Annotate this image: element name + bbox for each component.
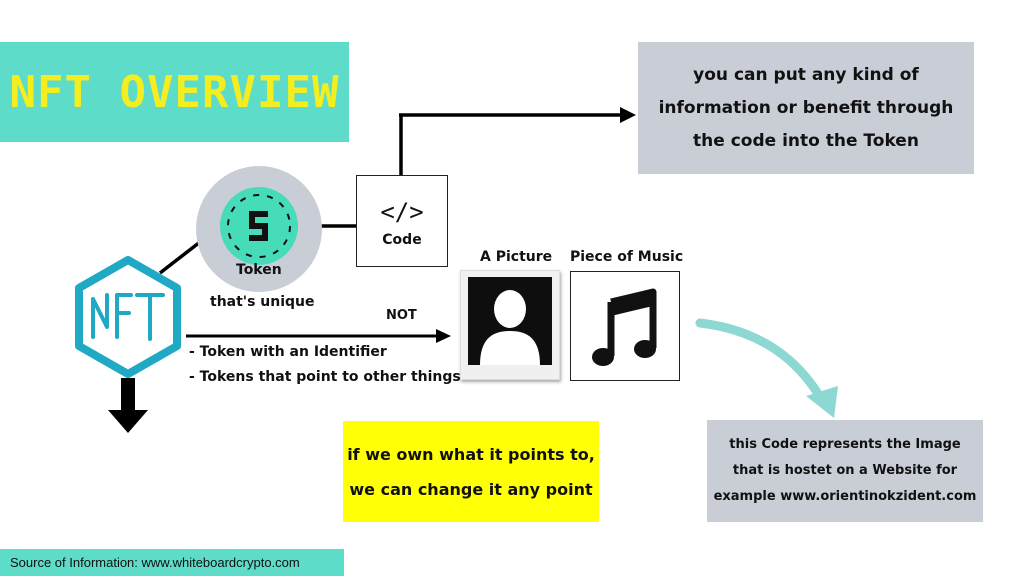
music-note-icon <box>592 288 657 366</box>
info-box: you can put any kind of information or b… <box>638 42 974 174</box>
nft-token-line <box>158 240 202 275</box>
code-label: Code <box>382 232 422 248</box>
token-sublabel: that's unique <box>210 294 315 310</box>
token-coin-icon <box>220 187 298 265</box>
yellow-note: if we own what it points to, we can chan… <box>343 421 599 522</box>
info-box-text: you can put any kind of information or b… <box>658 64 954 151</box>
person-icon <box>468 277 552 365</box>
code-box: </> Code <box>356 175 448 267</box>
curved-arrow-icon <box>695 318 838 418</box>
music-label: Piece of Music <box>570 249 684 265</box>
down-arrow-icon <box>108 378 148 433</box>
info-arrowhead <box>620 107 636 123</box>
picture-frame <box>460 270 560 380</box>
source-bar: Source of Information: www.whiteboardcry… <box>0 549 344 576</box>
picture-label: A Picture <box>480 249 553 265</box>
music-frame <box>570 271 680 381</box>
token-label: Token <box>236 262 282 278</box>
source-text: Source of Information: www.whiteboardcry… <box>10 555 300 570</box>
token-list-item-2: - Tokens that point to other things <box>189 369 461 385</box>
grey-note-text: this Code represents the Image that is h… <box>713 437 977 504</box>
token-circle <box>196 166 322 292</box>
grey-note: this Code represents the Image that is h… <box>707 420 983 522</box>
title-banner: NFT OVERVIEW <box>0 42 349 142</box>
page-title: NFT OVERVIEW <box>9 66 340 118</box>
picture-arrowhead <box>436 329 451 343</box>
yellow-note-text: if we own what it points to, we can chan… <box>347 444 595 499</box>
not-label: NOT <box>386 308 417 323</box>
code-icon: </> <box>380 198 424 226</box>
nft-hexagon-icon <box>75 256 181 378</box>
token-list-item-1: - Token with an Identifier <box>189 344 387 360</box>
